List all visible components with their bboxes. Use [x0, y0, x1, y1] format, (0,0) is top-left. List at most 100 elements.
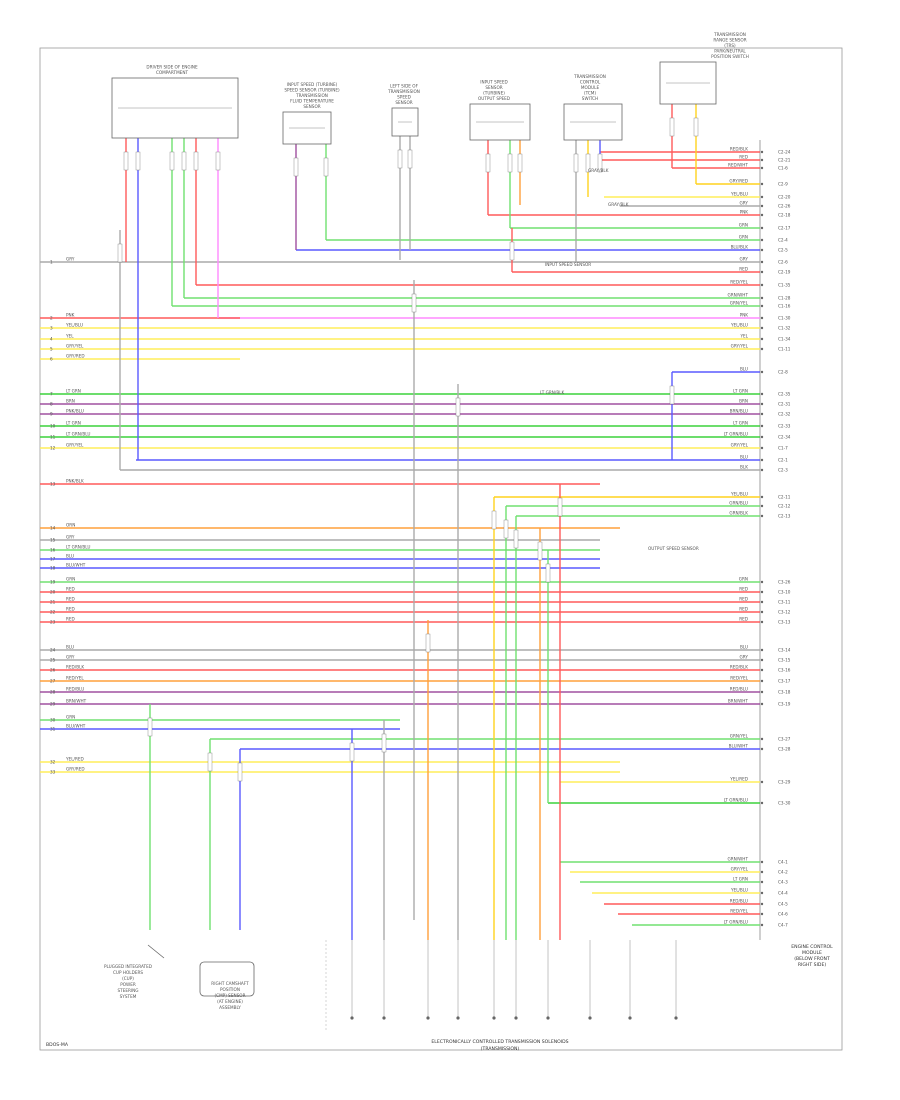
left-pin-number: 10: [50, 424, 56, 429]
wire-connector: [585, 153, 591, 173]
component-label: RANGE SENSOR: [713, 38, 746, 43]
pin-dot: [760, 912, 764, 916]
component-box-c4: [469, 103, 531, 141]
pin-dot: [760, 668, 764, 672]
solenoid-terminal: [456, 1016, 460, 1020]
pin-dot: [760, 610, 764, 614]
pin-dot: [760, 860, 764, 864]
pin-label: C2-12: [778, 504, 791, 509]
pin-label: C2-26: [778, 204, 791, 209]
wire-color-label: YEL/BLU: [730, 492, 748, 497]
wire-color-label: RED/BLK: [730, 665, 748, 670]
pin-dot: [760, 780, 764, 784]
pin-label: C1-7: [778, 446, 788, 451]
pin-dot: [760, 590, 764, 594]
wire-color-label: BLU: [740, 645, 748, 650]
wire-color-label: LT GRN/BLU: [724, 920, 748, 925]
left-wire-label: BLU/WHT: [66, 724, 86, 729]
left-pin-number: 28: [50, 690, 56, 695]
wire-color-label: GRN/WHT: [727, 293, 748, 298]
component-label: (TRS): [724, 43, 736, 48]
left-wire-label: GRY/RED: [66, 354, 85, 359]
solenoid-terminal: [628, 1016, 632, 1020]
left-wire-label: RED/YEL: [66, 676, 84, 681]
inline-note: INPUT SPEED SENSOR: [545, 262, 591, 267]
bottom-component-label: (CUP): [122, 976, 134, 981]
wire-connector: [381, 733, 387, 753]
pin-dot: [760, 316, 764, 320]
left-pin-number: 4: [50, 337, 53, 342]
wire-color-label: GRN: [739, 223, 748, 228]
pin-label: C2-34: [778, 435, 791, 440]
pin-label: C2-21: [778, 158, 791, 163]
left-wire-label: LT GRN/BLU: [66, 545, 90, 550]
solenoid-terminal: [514, 1016, 518, 1020]
wire-color-label: GRY/YEL: [731, 443, 749, 448]
left-wire-label: GRN: [66, 715, 75, 720]
wire-connector: [669, 385, 675, 405]
solenoid-terminal: [382, 1016, 386, 1020]
wire-connector: [147, 717, 153, 737]
wire-color-label: BLU/WHT: [729, 744, 749, 749]
bottom-component-label: POWER: [120, 982, 136, 987]
wire-color-label: RED/BLK: [730, 147, 748, 152]
pin-label: C2-8: [778, 370, 788, 375]
left-pin-number: 31: [50, 727, 56, 732]
pin-label: C2-9: [778, 182, 788, 187]
left-wire-label: GRY/YEL: [66, 344, 84, 349]
pin-dot: [760, 347, 764, 351]
pin-label: C4-1: [778, 860, 788, 865]
pin-dot: [760, 658, 764, 662]
inline-note: LT GRN/BLK: [540, 390, 565, 395]
component-label: TRANSMISSION: [573, 74, 606, 79]
pin-dot: [760, 283, 764, 287]
wire-color-label: RED: [739, 267, 748, 272]
left-pin-number: 8: [50, 402, 53, 407]
left-wire-label: RED/BLU: [66, 687, 84, 692]
pin-dot: [760, 166, 764, 170]
wire-color-label: RED: [739, 587, 748, 592]
pin-label: C2-24: [778, 150, 791, 155]
harness-wires: [40, 151, 760, 926]
pin-label: C4-4: [778, 891, 788, 896]
wire-color-label: RED/YEL: [730, 676, 748, 681]
left-wire-label: RED: [66, 587, 75, 592]
pin-label: C2-11: [778, 495, 791, 500]
wire-connector: [349, 742, 355, 762]
wire-connector: [411, 293, 417, 313]
left-wire-label: RED: [66, 597, 75, 602]
pin-dot: [760, 880, 764, 884]
pin-dot: [760, 402, 764, 406]
pin-dot: [760, 182, 764, 186]
pin-dot: [760, 238, 764, 242]
left-wire-label: PNK/BLU: [66, 409, 84, 414]
solenoid-terminal: [350, 1016, 354, 1020]
pin-dot: [760, 248, 764, 252]
pin-dot: [760, 679, 764, 683]
wire-color-label: PNK: [740, 210, 749, 215]
wire-color-label: RED/YEL: [730, 280, 748, 285]
wire-color-label: YEL: [739, 334, 748, 339]
component-label: INPUT SPEED (TURBINE): [287, 82, 338, 87]
wire-connector: [293, 157, 299, 177]
pin-dot: [760, 370, 764, 374]
left-wire-label: PNK: [66, 313, 75, 318]
wire-color-label: RED/BLU: [730, 687, 748, 692]
left-wire-label: GRY: [66, 535, 75, 540]
wire-color-label: GRN/YEL: [730, 301, 749, 306]
inline-note: OUTPUT SPEED SENSOR: [648, 546, 699, 551]
pin-label: C2-6: [778, 260, 788, 265]
wire-connector: [181, 151, 187, 171]
pin-dot: [760, 902, 764, 906]
pin-label: C1-35: [778, 283, 791, 288]
component-label: SENSOR: [485, 85, 502, 90]
component-box-c3: [391, 107, 419, 137]
component-box-c2: [282, 111, 332, 145]
bottom-component-label: POSITION: [220, 987, 240, 992]
wire-connector: [597, 153, 603, 173]
switch-symbol: [147, 944, 165, 959]
wire-color-label: GRN/WHT: [727, 857, 748, 862]
left-wire-label: BLU: [66, 645, 74, 650]
wire-connector: [669, 117, 675, 137]
